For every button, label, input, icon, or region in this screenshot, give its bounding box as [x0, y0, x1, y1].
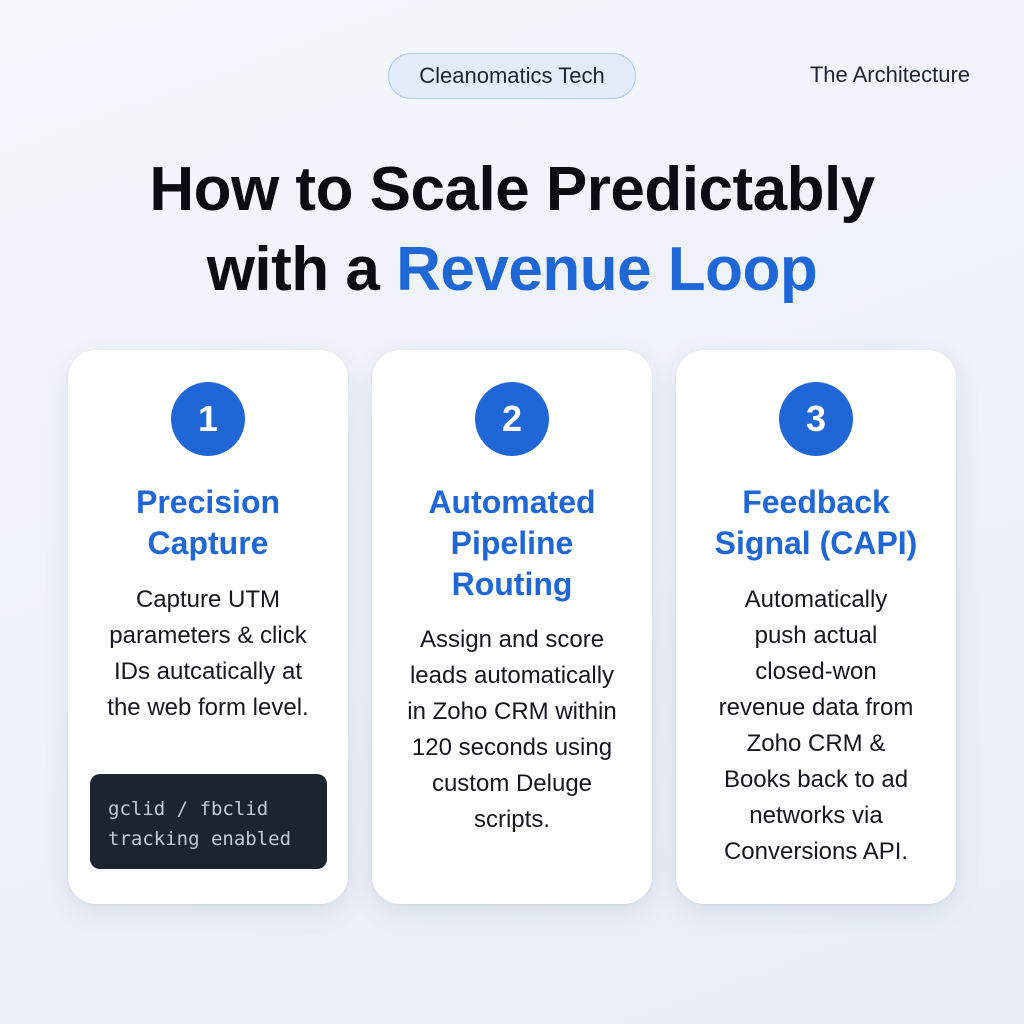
card-title: Automated Pipeline Routing: [382, 482, 642, 605]
card-description-line: push actual: [754, 622, 878, 649]
card-title-line: Signal (CAPI): [714, 525, 918, 561]
card-description-line: Assign and score: [419, 626, 605, 653]
card-description: Capture UTM parameters & click IDs autca…: [74, 582, 342, 726]
card-description-line: Zoho CRM &: [746, 730, 886, 757]
brand-badge: Cleanomatics Tech: [388, 53, 636, 99]
card-description-line: custom Deluge: [431, 770, 593, 797]
card-description-line: networks via: [749, 802, 883, 829]
card-description-line: Automatically: [744, 586, 888, 613]
card-description-line: leads automatically: [409, 662, 615, 689]
card-description-line: closed-won: [755, 658, 877, 685]
code-snippet: gclid / fbclid tracking enabled: [90, 774, 327, 869]
card-description: Automatically push actual closed-won rev…: [682, 582, 950, 870]
step-card-precision-capture: 1 Precision Capture Capture UTM paramete…: [68, 350, 348, 904]
card-description-line: IDs autcatically at: [113, 658, 303, 685]
step-number-badge: 3: [779, 382, 853, 456]
page-headline: How to Scale Predictably with a Revenue …: [0, 150, 1024, 310]
card-title-line: Pipeline: [450, 525, 574, 561]
card-description-line: scripts.: [473, 806, 550, 833]
card-description-line: Capture UTM: [135, 586, 281, 613]
headline-line-2-prefix: with a: [206, 235, 397, 304]
card-description-line: Conversions API.: [723, 838, 909, 865]
headline-line-2: with a Revenue Loop: [0, 230, 1024, 310]
code-line: gclid / fbclid: [108, 798, 269, 820]
card-description: Assign and score leads automatically in …: [378, 622, 646, 838]
card-title-line: Capture: [147, 525, 269, 561]
card-description-line: revenue data from: [718, 694, 914, 721]
card-description-line: 120 seconds using: [411, 734, 613, 761]
step-card-feedback-signal: 3 Feedback Signal (CAPI) Automatically p…: [676, 350, 956, 904]
card-description-line: the web form level.: [107, 694, 309, 721]
card-description-line: in Zoho CRM within: [407, 698, 617, 725]
step-number-badge: 2: [475, 382, 549, 456]
card-description-line: parameters & click: [109, 622, 307, 649]
code-line: tracking enabled: [108, 828, 292, 850]
card-title-line: Precision: [135, 484, 281, 520]
step-card-automated-pipeline-routing: 2 Automated Pipeline Routing Assign and …: [372, 350, 652, 904]
card-title: Feedback Signal (CAPI): [686, 482, 946, 564]
card-description-line: Books back to ad: [723, 766, 909, 793]
card-title-line: Automated: [428, 484, 596, 520]
card-title-line: Feedback: [742, 484, 890, 520]
step-number-badge: 1: [171, 382, 245, 456]
card-title: Precision Capture: [78, 482, 338, 564]
headline-accent: Revenue Loop: [396, 235, 818, 304]
section-label: The Architecture: [809, 62, 970, 87]
card-title-line: Routing: [451, 566, 573, 602]
headline-line-1: How to Scale Predictably: [149, 155, 875, 224]
